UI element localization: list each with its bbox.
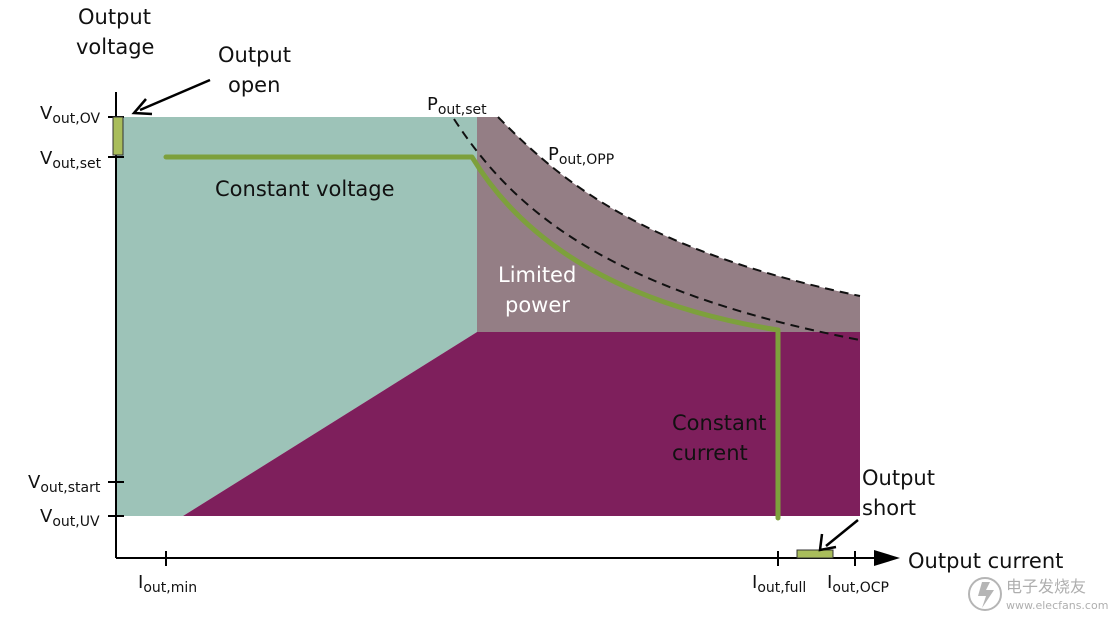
x-label-full: Iout,full bbox=[752, 572, 806, 596]
limited-power-region bbox=[477, 117, 860, 332]
x-axis-arrowhead bbox=[874, 550, 900, 566]
power-set-label: Pout,set bbox=[427, 94, 487, 118]
x-axis-title: Output current bbox=[908, 549, 1063, 573]
y-label-start: Vout,start bbox=[28, 472, 101, 496]
output-short-arrow-line bbox=[825, 519, 859, 547]
operating-curve bbox=[163, 154, 781, 521]
output-short-marker bbox=[796, 549, 834, 559]
limited-power-label-line2: power bbox=[505, 293, 570, 317]
power-opp-label: Pout,OPP bbox=[548, 144, 614, 168]
output-open-label-line2: open bbox=[228, 73, 280, 97]
watermark: 电子发烧友 www.elecfans.com bbox=[968, 577, 1108, 612]
watermark-logo-icon bbox=[968, 577, 1002, 611]
limited-power-label-line1: Limited bbox=[498, 263, 576, 287]
constant-current-label-line1: Constant bbox=[672, 411, 766, 435]
watermark-cn-text: 电子发烧友 bbox=[1006, 577, 1086, 596]
constant-voltage-region bbox=[116, 117, 477, 516]
output-short-label-line1: Output bbox=[862, 466, 935, 490]
output-open-marker bbox=[112, 116, 124, 156]
output-short-arrowhead bbox=[818, 533, 837, 552]
constant-voltage-label: Constant voltage bbox=[215, 177, 395, 201]
output-open-arrow-line bbox=[139, 78, 211, 112]
y-label-ov: Vout,OV bbox=[40, 103, 100, 127]
output-open-arrowhead bbox=[131, 98, 153, 116]
y-label-set: Vout,set bbox=[40, 148, 102, 172]
y-axis-title-line1: Output bbox=[78, 5, 151, 29]
watermark-url-text: www.elecfans.com bbox=[1006, 599, 1108, 612]
output-short-label-line2: short bbox=[862, 496, 916, 520]
y-axis-title-line2: voltage bbox=[76, 35, 154, 59]
x-label-ocp: Iout,OCP bbox=[827, 572, 889, 596]
power-opp-dashed-curve bbox=[497, 116, 861, 297]
watermark-logo-bolt-icon bbox=[978, 582, 994, 608]
constant-current-label-line2: current bbox=[672, 441, 748, 465]
constant-current-region bbox=[183, 332, 860, 516]
power-set-dashed-curve bbox=[453, 118, 861, 341]
x-label-min: Iout,min bbox=[138, 572, 197, 596]
output-open-label-line1: Output bbox=[218, 43, 291, 67]
y-label-uv: Vout,UV bbox=[40, 506, 100, 530]
